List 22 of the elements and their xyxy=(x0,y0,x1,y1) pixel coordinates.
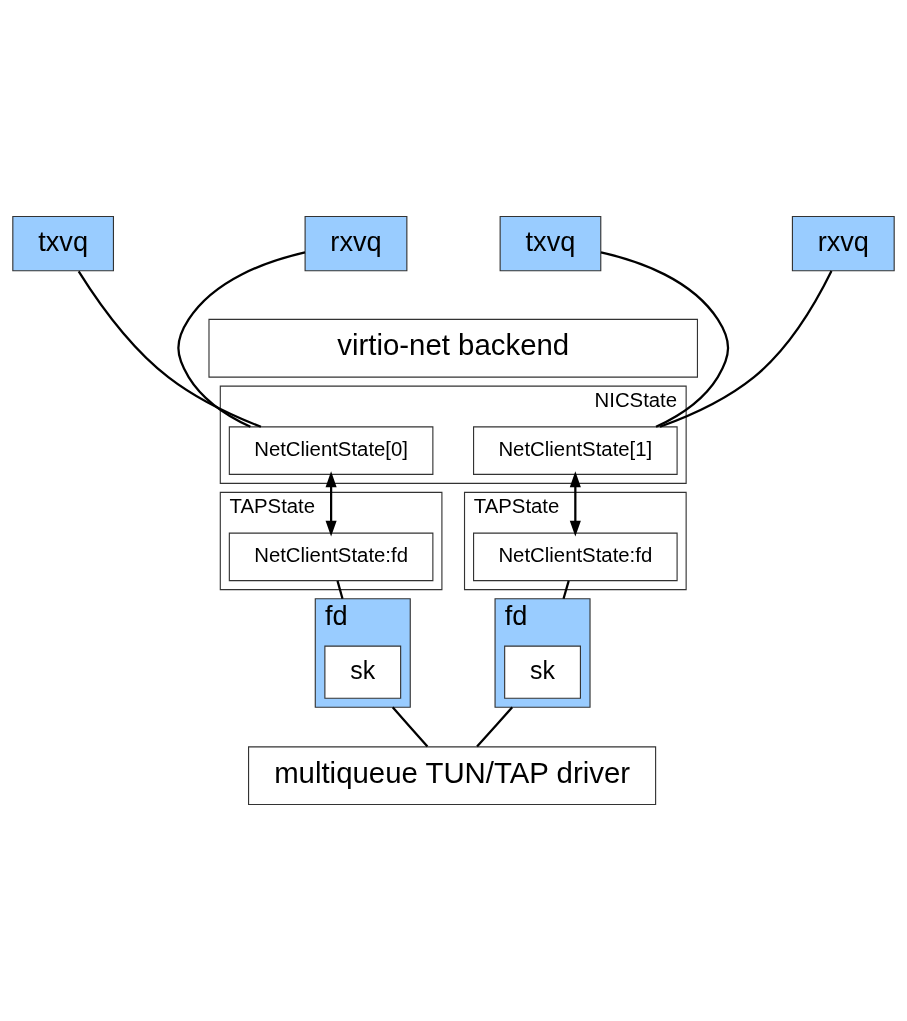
connector xyxy=(391,706,429,748)
arrow xyxy=(569,471,581,537)
node-box: sk xyxy=(324,645,402,699)
connector xyxy=(77,270,262,428)
node-box: NetClientState:fd xyxy=(473,532,678,582)
connector xyxy=(600,251,730,428)
node-box: txvq xyxy=(499,215,602,272)
connector xyxy=(177,251,306,428)
node-box: multiqueue TUN/TAP driver xyxy=(248,746,657,806)
node-box: NetClientState:fd xyxy=(228,532,434,582)
connector xyxy=(336,580,344,599)
node-box: txvq xyxy=(12,215,114,272)
connector xyxy=(659,270,833,428)
arrow xyxy=(325,471,337,537)
node-box: sk xyxy=(504,645,581,699)
connector xyxy=(476,706,514,748)
node-box: rxvq xyxy=(791,215,895,272)
node-box: NetClientState[0] xyxy=(228,426,434,475)
node-box: NetClientState[1] xyxy=(473,426,678,475)
node-box: virtio-net backend xyxy=(208,318,698,378)
node-box: rxvq xyxy=(304,215,408,272)
connector xyxy=(562,580,570,599)
